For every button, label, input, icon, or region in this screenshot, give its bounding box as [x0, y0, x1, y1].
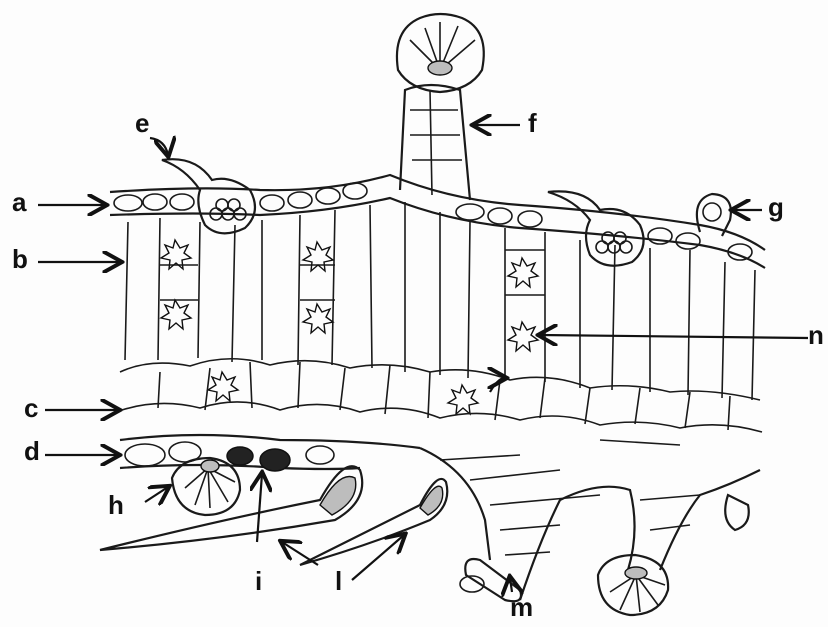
calcium-oxalate-crystals: [161, 240, 538, 414]
glandular-hair-top: [397, 14, 484, 200]
label-g-small-hair: g: [768, 194, 784, 220]
small-hair-g: [697, 194, 731, 236]
label-l-covering-trichomes: l: [335, 568, 342, 594]
midrib-tissue: [420, 440, 760, 601]
upper-epidermis: [110, 175, 765, 268]
label-e-secretory-cell: e: [135, 110, 149, 136]
secretory-cell-left: [162, 159, 255, 233]
label-n-crystal: n: [808, 322, 824, 348]
label-c-spongy: c: [24, 395, 38, 421]
secretory-cell-right: [548, 191, 644, 265]
covering-trichomes: [100, 466, 447, 565]
peltate-hair-lower: [598, 555, 668, 615]
peltate-hair-h: [172, 458, 240, 515]
label-a-upper-epidermis: a: [12, 189, 26, 215]
lower-epidermis: [120, 435, 420, 471]
label-i: i: [255, 568, 262, 594]
label-b-palisade: b: [12, 246, 28, 272]
label-h-peltate-hair: h: [108, 492, 124, 518]
label-d-lower-epidermis: d: [24, 438, 40, 464]
label-m: m: [510, 594, 533, 620]
label-f-glandular-hair: f: [528, 110, 537, 136]
small-hair-lower-right: [725, 495, 749, 530]
